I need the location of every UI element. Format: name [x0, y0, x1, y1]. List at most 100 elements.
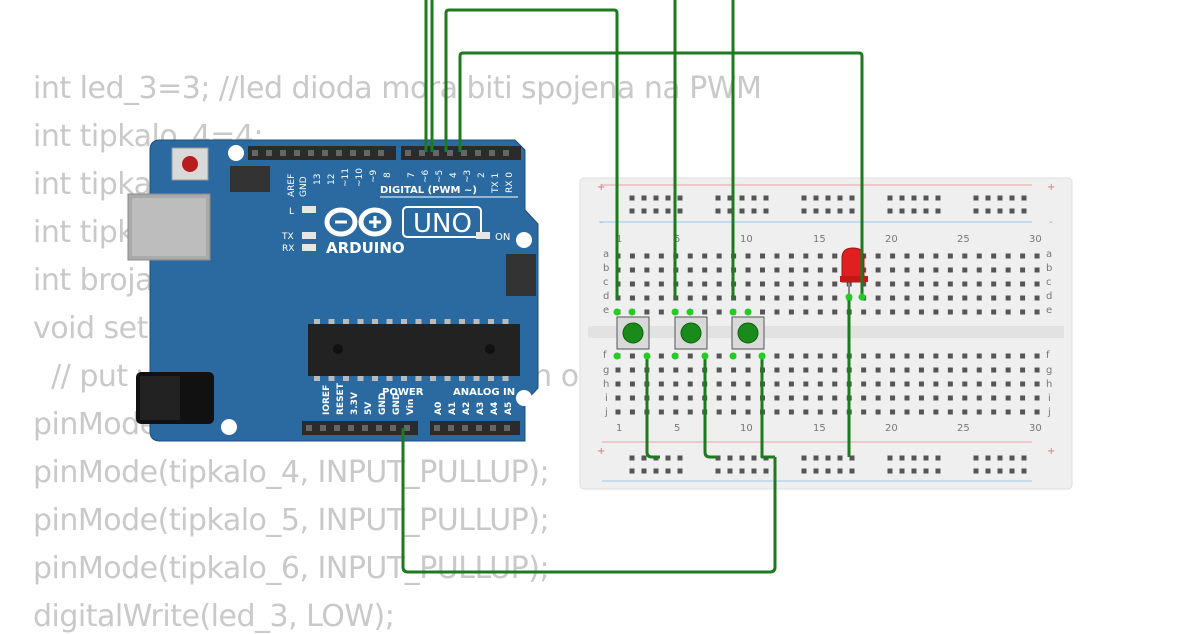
rail-plus-label: + [597, 182, 605, 193]
breadboard-hole [875, 309, 881, 315]
breadboard-hole [890, 295, 896, 301]
breadboard-hole [904, 253, 910, 259]
breadboard-hole [774, 295, 780, 301]
row-letter: b [1046, 263, 1052, 274]
rail-hole [751, 455, 757, 461]
red-led[interactable] [840, 247, 868, 297]
breadboard-hole [875, 295, 881, 301]
analog-header [430, 421, 520, 435]
chip-leg [386, 376, 393, 381]
rail-hole [813, 195, 819, 201]
breadboard-hole [687, 281, 693, 287]
breadboard-hole [760, 281, 765, 287]
pin-label-7: 7 [407, 172, 417, 178]
breadboard-hole [991, 295, 997, 301]
breadboard-hole [788, 395, 794, 401]
row-letter: c [1046, 277, 1052, 288]
breadboard-hole [716, 395, 722, 401]
rail-hole [899, 468, 905, 474]
breadboard-hole [687, 409, 693, 415]
breadboard-hole [875, 353, 881, 359]
arduino-brand-label: ARDUINO [326, 239, 405, 257]
led-l-label: L [289, 207, 294, 217]
row-letter: b [603, 263, 609, 274]
breadboard-hole [1034, 267, 1040, 273]
breadboard-hole [629, 353, 635, 359]
pushbutton-3[interactable] [731, 316, 765, 350]
header-pin [348, 425, 354, 431]
breadboard-hole [803, 253, 809, 259]
rail-hole [887, 195, 893, 201]
breadboard-hole [918, 267, 924, 273]
rail-hole [813, 468, 819, 474]
rail-hole [1009, 455, 1015, 461]
breadboard-hole [716, 295, 722, 301]
breadboard-hole [1005, 309, 1011, 315]
column-number: 1 [616, 423, 622, 434]
rail-hole [801, 455, 807, 461]
analog-header-label: ANALOG IN [453, 387, 515, 398]
breadboard-hole [673, 395, 679, 401]
breadboard-hole [962, 367, 968, 373]
rail-hole [973, 195, 979, 201]
breadboard-hole [687, 295, 693, 301]
breadboard-hole [962, 395, 968, 401]
rail-hole [935, 468, 941, 474]
breadboard-hole [890, 353, 896, 359]
breadboard-hole [875, 409, 881, 415]
breadboard-hole [875, 267, 881, 273]
rail-hole [837, 195, 843, 201]
breadboard-hole [1034, 395, 1040, 401]
rail-hole [911, 455, 917, 461]
breadboard-hole [745, 353, 751, 359]
bottom-pin-row [306, 425, 510, 431]
breadboard-hole [918, 295, 924, 301]
breadboard-hole [817, 253, 823, 259]
header-pin [280, 150, 286, 156]
rail-hole [923, 208, 929, 214]
uno-model-label: UNO [413, 209, 472, 239]
breadboard-hole [817, 281, 823, 287]
header-pin [308, 150, 314, 156]
led-body [841, 247, 865, 283]
rail-hole [849, 468, 855, 474]
column-number: 15 [813, 234, 826, 245]
breadboard-hole [615, 395, 621, 401]
row-letter: i [605, 393, 608, 404]
pin-label-gnd: GND [378, 393, 388, 415]
chip-leg [401, 376, 407, 381]
breadboard-hole [702, 281, 708, 287]
breadboard-hole [947, 367, 953, 373]
pushbutton-1[interactable] [616, 316, 650, 350]
pushbutton-2[interactable] [674, 316, 708, 350]
chip-leg [430, 376, 436, 381]
header-pin [390, 425, 396, 431]
header-pin [434, 425, 440, 431]
rail-hole [997, 468, 1003, 474]
rail-hole [985, 195, 991, 201]
breadboard-hole [962, 295, 968, 301]
breadboard-hole [976, 367, 982, 373]
rail-hole [887, 208, 893, 214]
rail-hole [677, 208, 683, 214]
pin-label-3: ~3 [463, 170, 473, 183]
rail-hole [739, 195, 745, 201]
pin-label-ioref: IOREF [322, 385, 332, 415]
breadboard-hole [817, 381, 823, 387]
breadboard-hole [933, 409, 939, 415]
arduino-uno-board[interactable]: UNO ARDUINO DIGITAL (PWM ~) POWER ANALOG… [127, 139, 539, 442]
breadboard-hole [875, 253, 881, 259]
rail-hole [653, 195, 659, 201]
breadboard-hole [774, 267, 780, 273]
chip-leg [401, 319, 407, 324]
chip-leg [430, 319, 436, 324]
rail-hole [1009, 195, 1015, 201]
breadboard-hole [947, 253, 953, 259]
breadboard-hole [904, 309, 910, 315]
breadboard-hole [918, 381, 924, 387]
analog-pin-labels: A0 A1 A2 A3 A4 A5 [434, 402, 514, 415]
wire-endpoint [613, 308, 621, 316]
breadboard-hole [904, 353, 910, 359]
header-pin [490, 425, 496, 431]
breadboard-hole [933, 295, 939, 301]
